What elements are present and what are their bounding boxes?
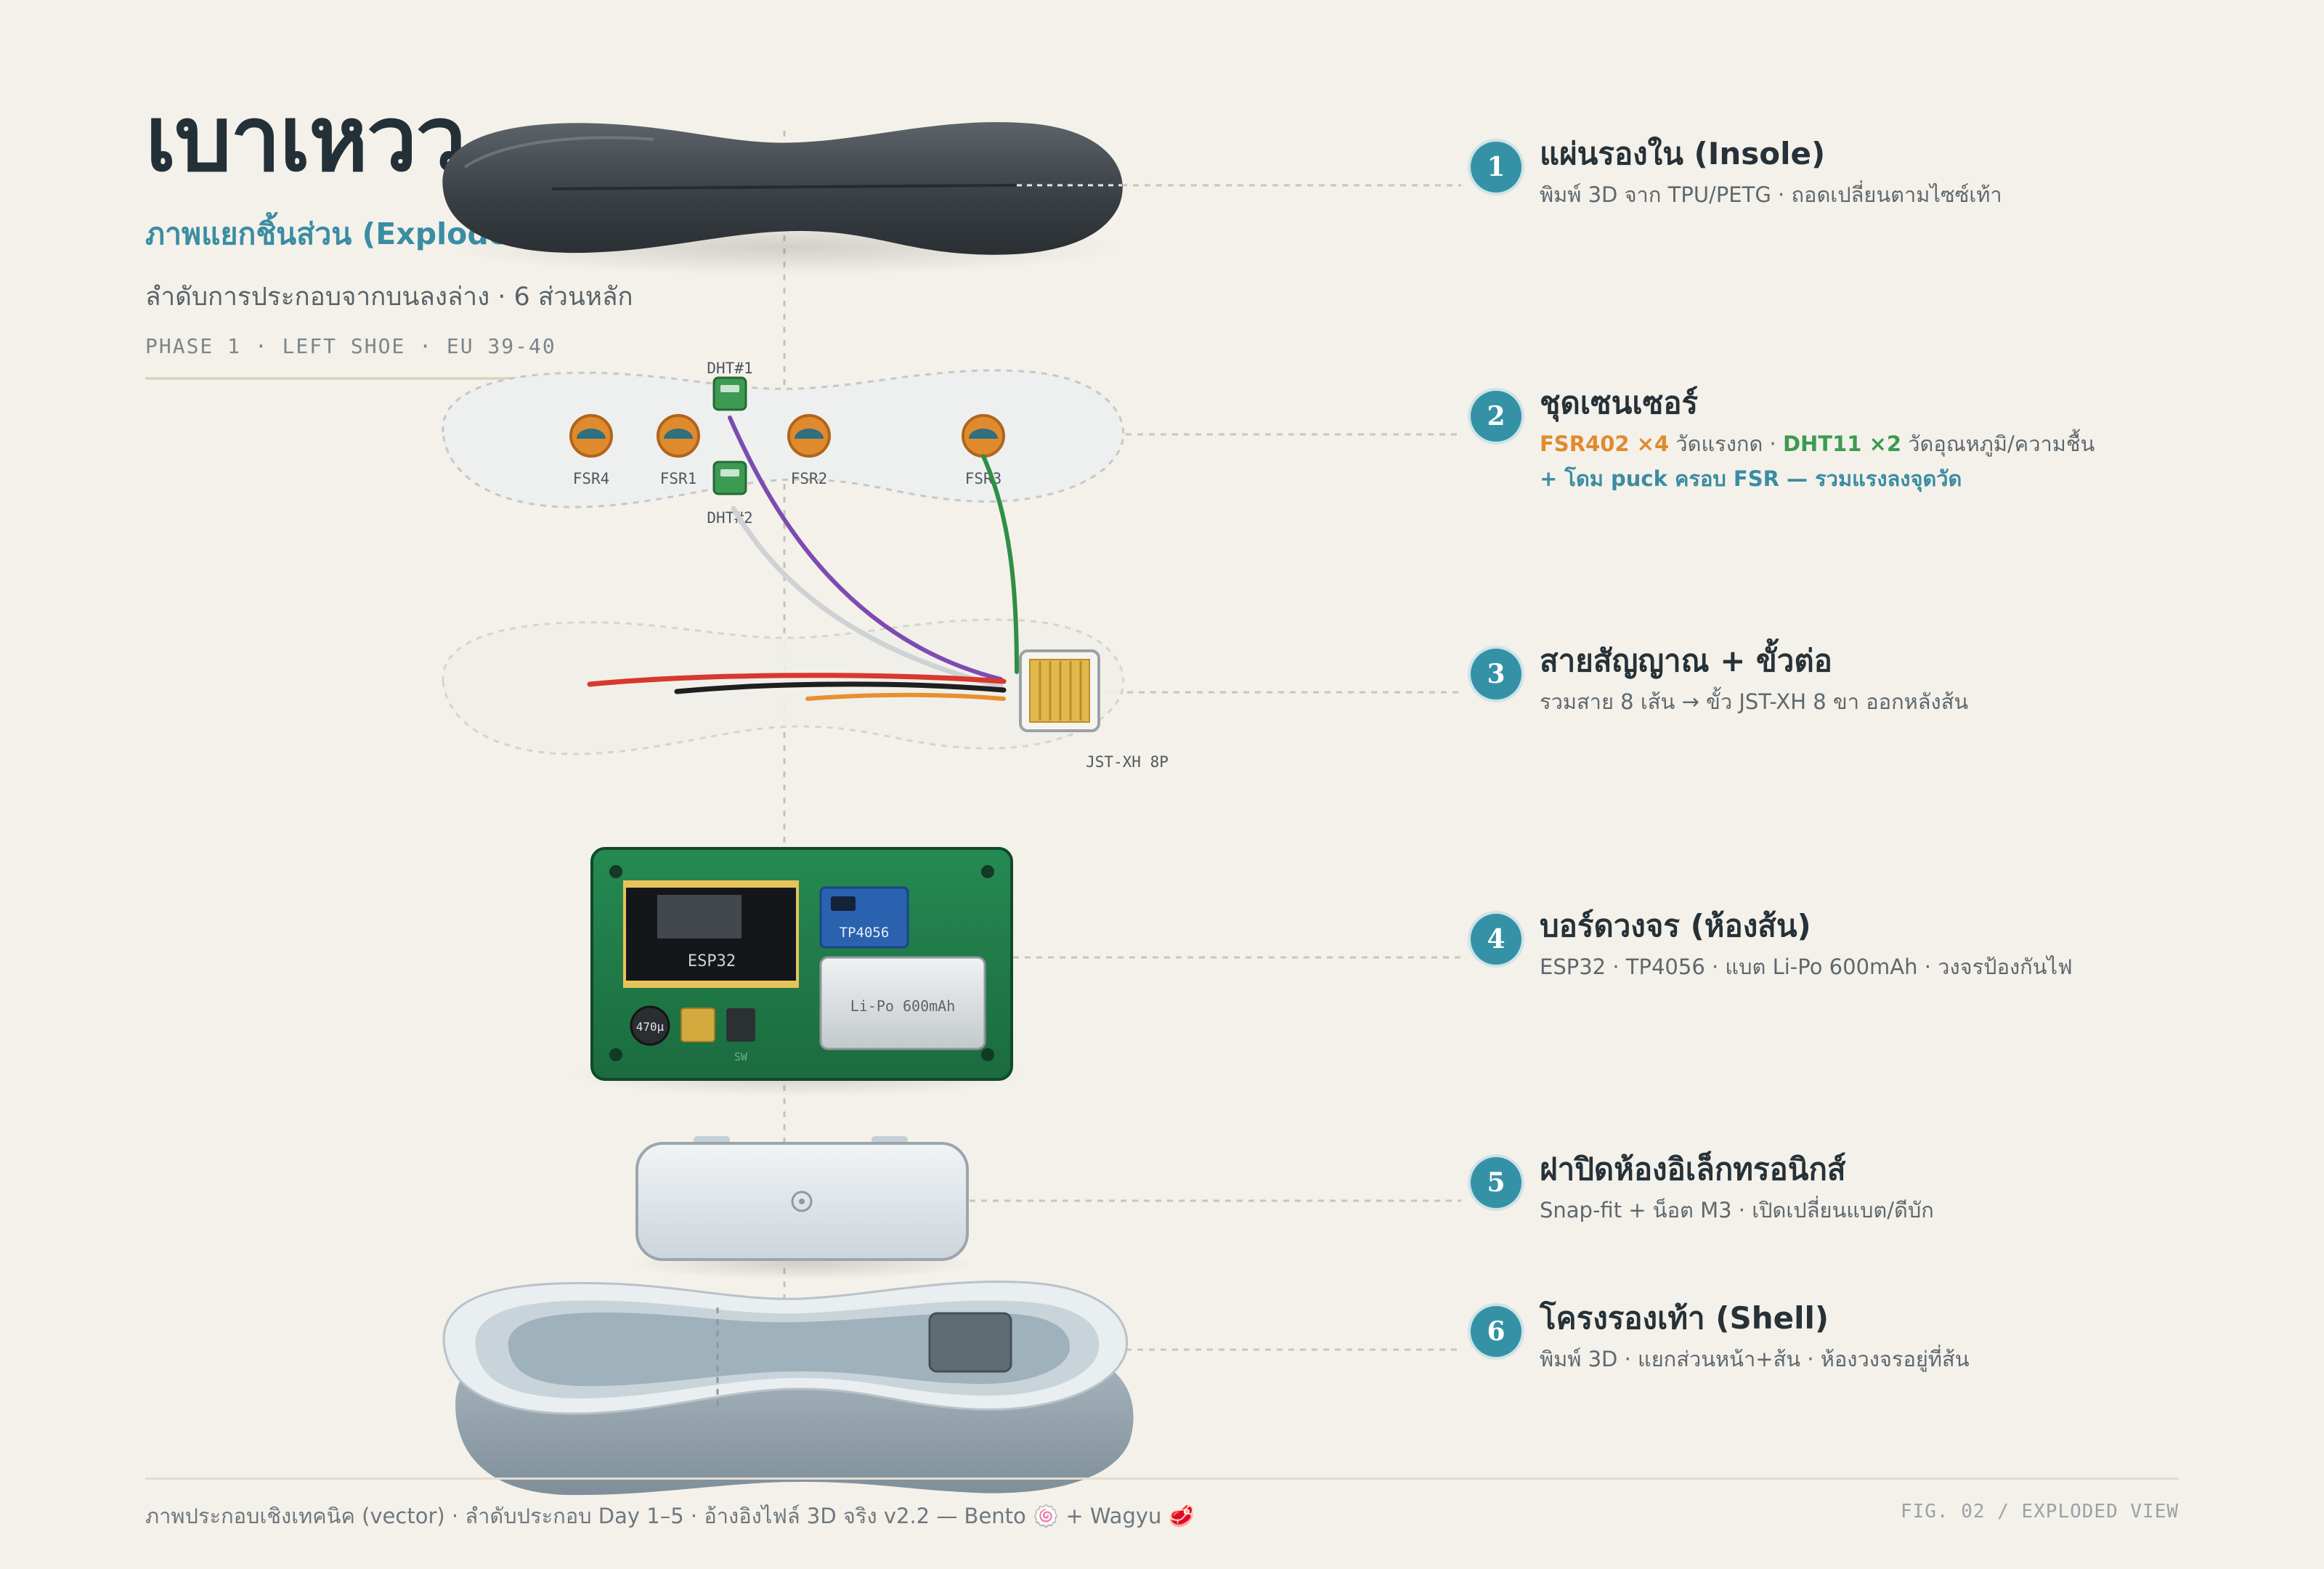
switch-label: SW [734,1050,748,1063]
badge-2: 2 [1471,391,1521,442]
sensor-layer-outline [443,370,1124,507]
footer-credit: ภาพประกอบเชิงเทคนิค (vector) · ลำดับประก… [145,1499,1195,1533]
switch-component [726,1008,755,1042]
svg-text:470µ: 470µ [636,1020,665,1034]
shell-circuit-bay [930,1313,1011,1371]
shell-title: โครงรองเท้า (Shell) [1540,1294,1829,1342]
sensors-desc: FSR402 ×4 วัดแรงกด · DHT11 ×2 วัดอุณหภูม… [1540,427,2095,461]
fsr-sensor-4 [571,415,612,456]
footer-divider [145,1477,2179,1480]
tp4056-module: TP4056 [821,888,908,947]
fsr-count: FSR402 ×4 [1540,431,1669,456]
pcb-desc: ESP32 · TP4056 · แบต Li-Po 600mAh · วงจร… [1540,950,2073,984]
badge-1: 1 [1471,142,1521,192]
pcb-title: บอร์ดวงจร (ห้องส้น) [1540,902,1811,950]
capacitor: 470µ [631,1007,669,1045]
insole-desc: พิมพ์ 3D จาก TPU/PETG · ถอดเปลี่ยนตามไซซ… [1540,178,2002,211]
badge-6: 6 [1471,1306,1521,1357]
svg-text:Li-Po 600mAh: Li-Po 600mAh [850,997,956,1015]
electronics-cover [628,1136,977,1280]
dht-sensor-2 [714,462,746,494]
pcb-board: ESP32 TP4056 Li-Po 600mAh 470µ SW [566,848,1031,1097]
sensor-layer: DHT#1 DHT#2 FSR4 FSR1 FSR2 FSR3 [443,360,1124,527]
wiring-title: สายสัญญาณ + ขั้วต่อ [1540,637,1832,685]
badge-5: 5 [1471,1157,1521,1208]
insole-part [442,122,1126,276]
dht-sensor-1 [714,378,746,410]
insole-title: แผ่นรองใน (Insole) [1540,130,1825,178]
sensors-title: ชุดเซนเซอร์ [1540,379,1698,427]
fuse-component [681,1008,715,1042]
connector-label: JST-XH 8P [1086,753,1169,771]
wiring-desc: รวมสาย 8 เส้น → ขั้ว JST-XH 8 ขา ออกหลัง… [1540,685,1968,718]
leader-lines [970,185,1461,1350]
fsr2-label: FSR2 [791,470,828,487]
fsr-purpose: วัดแรงกด · [1669,431,1783,456]
fsr-sensor-3 [963,415,1004,456]
cover-desc: Snap-fit + น็อต M3 · เปิดเปลี่ยนแบต/ดีบั… [1540,1193,1934,1227]
svg-text:TP4056: TP4056 [840,925,890,941]
cover-title: ฝาปิดห้องอิเล็กทรอนิกส์ [1540,1146,1846,1193]
jst-connector [1020,651,1099,731]
dht-purpose: วัดอุณหภูมิ/ความชื้น [1901,431,2095,456]
shoe-shell [444,1281,1134,1495]
svg-text:ESP32: ESP32 [688,952,736,970]
dht-count: DHT11 ×2 [1783,431,1901,456]
fsr-sensor-1 [658,415,699,456]
sensors-desc-2: + โดม puck ครอบ FSR — รวมแรงลงจุดวัด [1540,462,1962,495]
figure-label: FIG. 02 / EXPLODED VIEW [1901,1501,2179,1523]
esp32-module: ESP32 [623,880,799,988]
shell-desc: พิมพ์ 3D · แยกส่วนหน้า+ส้น · ห้องวงจรอยู… [1540,1342,1970,1376]
badge-3: 3 [1471,649,1521,700]
fsr4-label: FSR4 [573,470,610,487]
fsr1-label: FSR1 [660,470,697,487]
badge-4: 4 [1471,914,1521,965]
dht1-label: DHT#1 [707,360,752,377]
lipo-battery: Li-Po 600mAh [821,957,985,1049]
fsr-sensor-2 [789,415,829,456]
